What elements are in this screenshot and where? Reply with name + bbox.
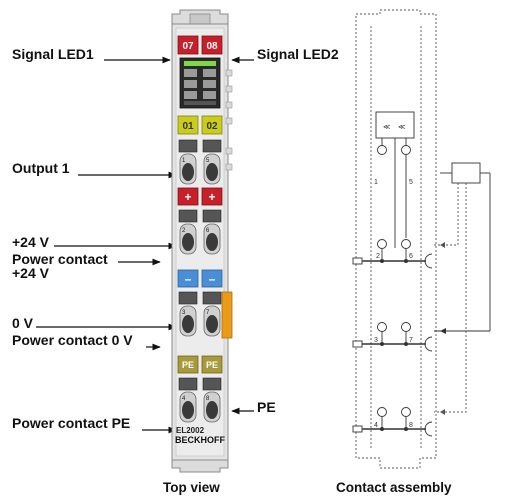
bottom-clip (171, 457, 229, 473)
sch-num-4: 4 (374, 422, 378, 429)
sch-num-5: 5 (409, 179, 413, 186)
sch-num-6: 6 (409, 253, 413, 260)
signal-led2-label: Signal LED2 (257, 46, 339, 62)
output-driver-box (375, 111, 415, 139)
sch-num-8: 8 (409, 422, 413, 429)
minus-marker-right (201, 269, 223, 288)
contact-assembly: ≪ ≪ (352, 9, 491, 469)
pe-text-left: PE (182, 360, 194, 370)
led-02 (201, 115, 223, 135)
term-contact-3: 3 (182, 310, 186, 316)
svg-text:≪: ≪ (383, 124, 390, 131)
term-contact-6: 6 (206, 228, 210, 234)
sch-num-1: 1 (374, 179, 378, 186)
minus-marker-left (177, 269, 199, 288)
pe-label: PE (257, 399, 276, 415)
contact-assembly-caption: Contact assembly (336, 480, 452, 495)
schematic-numbers: 1 5 2 6 3 7 4 8 (374, 179, 413, 429)
led-02-text: 02 (206, 121, 218, 132)
term-contact-8: 8 (206, 396, 210, 402)
pe-text-right: PE (206, 360, 218, 370)
term-contact-7: 7 (206, 310, 210, 316)
led-01-text: 01 (182, 121, 194, 132)
plus-text-right: + (208, 190, 215, 204)
sch-num-2: 2 (376, 253, 380, 260)
plus-text-left: + (184, 190, 191, 204)
led-07 (177, 35, 199, 55)
plus24v-label: +24 V (12, 234, 49, 250)
sch-num-7: 7 (409, 337, 413, 344)
term-contact-2: 2 (182, 228, 186, 234)
power-contact-pe-label: Power contact PE (12, 415, 131, 431)
contact-row-1: 1 5 (178, 139, 222, 185)
zero-v-label: 0 V (12, 315, 34, 331)
term-contact-4: 4 (182, 396, 186, 402)
term-contact-1: 1 (182, 158, 186, 164)
pe-marker-left (177, 355, 199, 374)
model-text: EL2002 (176, 426, 205, 435)
led-07-text: 07 (182, 41, 194, 52)
brand-text: BECKHOFF (175, 435, 226, 445)
power-contact-24v-label-2: +24 V (12, 265, 49, 281)
schematic-housing (355, 9, 437, 469)
minus-text-left: – (185, 272, 192, 286)
term-contact-5: 5 (206, 158, 210, 164)
contact-row-3: 3 7 (178, 291, 222, 337)
svg-text:≪: ≪ (398, 124, 405, 131)
led-08 (201, 35, 223, 55)
led-08-text: 08 (206, 41, 218, 52)
contact-row-4: 4 8 (178, 377, 222, 423)
orange-strip (221, 291, 233, 339)
plus-marker-right (201, 187, 223, 206)
contact-row-2: 2 6 (178, 209, 222, 255)
signal-led1-label: Signal LED1 (12, 46, 94, 62)
minus-text-right: – (209, 272, 216, 286)
pe-marker-right (201, 355, 223, 374)
output1-label: Output 1 (12, 160, 70, 176)
external-box (451, 162, 481, 184)
led-01 (177, 115, 199, 135)
top-view-caption: Top view (163, 480, 220, 495)
sch-num-3: 3 (374, 337, 378, 344)
plus-marker-left (177, 187, 199, 206)
leader-arrows (36, 56, 254, 434)
power-contact-24v-label-1: Power contact (12, 251, 108, 267)
power-contact-0v-label: Power contact 0 V (12, 332, 133, 348)
led-window (179, 57, 221, 109)
terminal-top-view: 07 08 01 02 1 5 (171, 9, 233, 473)
